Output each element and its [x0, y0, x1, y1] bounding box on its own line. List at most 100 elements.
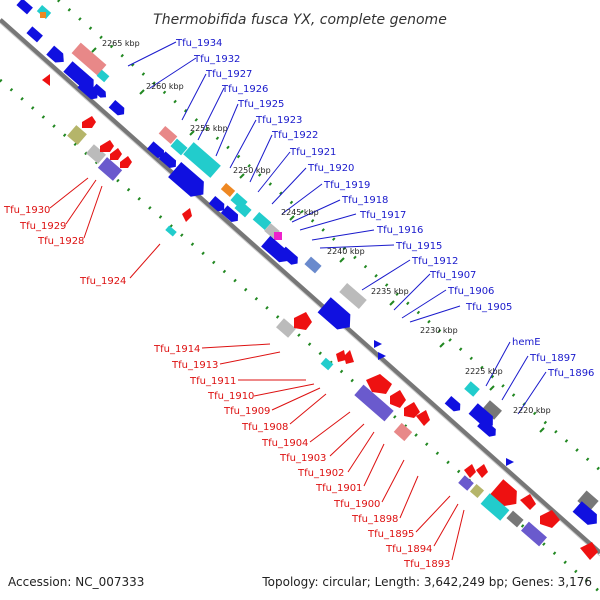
gene-label: hemE: [512, 337, 541, 348]
gene-arrow: [165, 225, 177, 237]
gene-arrow: [158, 125, 178, 145]
scale-label: 2220 kbp: [513, 406, 551, 415]
gene-arrow: [294, 312, 312, 330]
gene-label: Tfu_1901: [315, 483, 362, 494]
gene-arrow: [577, 490, 599, 512]
gene-arrow: [458, 475, 474, 491]
gene-arrow: [220, 205, 239, 223]
gene-label: Tfu_1922: [271, 130, 318, 141]
gene-arrow: [374, 340, 382, 348]
gene-label: Tfu_1924: [79, 276, 126, 287]
gene-arrow: [304, 256, 322, 274]
gene-label: Tfu_1915: [395, 241, 442, 252]
gene-arrow: [97, 157, 123, 181]
gene-arrow: [464, 381, 480, 397]
gene-arrow: [320, 357, 334, 371]
gene-arrow: [67, 125, 87, 145]
gene-arrow: [100, 140, 114, 152]
gene-label: Tfu_1918: [341, 195, 388, 206]
gene-arrow: [482, 400, 502, 420]
gene-arrow: [521, 521, 547, 547]
gene-label: Tfu_1916: [376, 225, 423, 236]
gene-label: Tfu_1904: [261, 438, 308, 449]
gene-arrow: [317, 297, 351, 330]
gene-arrow: [182, 208, 192, 222]
gene-arrow: [276, 318, 296, 338]
gene-arrow: [464, 464, 476, 478]
reverse-strand-genes: [42, 74, 598, 560]
topology-text: Topology: circular; Length: 3,642,249 bp…: [261, 575, 592, 589]
gene-arrow: [469, 483, 485, 499]
gene-arrow: [91, 83, 107, 98]
scale-label: 2235 kbp: [371, 287, 409, 296]
gene-arrow: [520, 494, 536, 510]
gene-arrow: [354, 384, 394, 422]
gene-arrow: [158, 151, 177, 169]
gene-arrow: [208, 195, 225, 212]
gene-arrow: [506, 510, 524, 528]
scale-tick-marks: [91, 47, 545, 433]
gene-label: Tfu_1911: [189, 376, 236, 387]
gene-arrow: [120, 156, 132, 168]
upper-gene-labels: Tfu_1934 Tfu_1932 Tfu_1927 Tfu_1926 Tfu_…: [175, 38, 594, 379]
scale-labels: 2265 kbp 2260 kbp 2255 kbp 2250 kbp 2245…: [102, 39, 551, 415]
gene-arrow: [274, 232, 282, 240]
gene-label: Tfu_1923: [255, 115, 302, 126]
gene-arrow: [480, 493, 510, 521]
gene-arrow: [146, 141, 165, 159]
gene-label: Tfu_1910: [207, 391, 254, 402]
forward-strand-genes: [16, 0, 599, 525]
scale-label: 2245 kbp: [281, 208, 319, 217]
gene-arrow: [77, 80, 98, 100]
gene-label: Tfu_1929: [19, 221, 66, 232]
gene-label: Tfu_1930: [3, 205, 50, 216]
gene-arrow: [477, 418, 496, 437]
gene-label: Tfu_1893: [403, 559, 450, 570]
gene-arrow: [339, 282, 367, 310]
gene-arrow: [444, 395, 461, 412]
gene-arrow: [234, 200, 252, 218]
scale-label: 2230 kbp: [420, 326, 458, 335]
gene-arrow: [108, 99, 125, 116]
scale-label: 2260 kbp: [146, 82, 184, 91]
gene-arrow: [506, 458, 514, 466]
gene-label: Tfu_1898: [351, 514, 398, 525]
gene-arrow: [46, 45, 64, 63]
lower-leader-lines: [49, 177, 465, 561]
gene-arrow: [468, 403, 493, 427]
gene-arrow: [96, 69, 110, 83]
gene-arrow: [279, 246, 298, 265]
outer-dotted-track: [57, 0, 600, 472]
gene-arrow: [366, 374, 392, 394]
gene-arrow: [416, 410, 430, 426]
map-title: Thermobifida fusca YX, complete genome: [153, 12, 447, 28]
gene-label: Tfu_1920: [307, 163, 354, 174]
gene-arrow: [16, 0, 33, 15]
gene-label: Tfu_1934: [175, 38, 222, 49]
gene-label: Tfu_1902: [297, 468, 344, 479]
gene-label: Tfu_1926: [221, 84, 268, 95]
gene-arrow: [476, 464, 488, 478]
gene-arrow: [393, 422, 413, 442]
upper-leader-lines: [127, 41, 547, 415]
scale-label: 2255 kbp: [190, 124, 228, 133]
gene-label: Tfu_1909: [223, 406, 270, 417]
gene-label: Tfu_1908: [241, 422, 288, 433]
gene-label: Tfu_1905: [465, 302, 512, 313]
gene-arrow: [252, 211, 272, 231]
scale-label: 2240 kbp: [327, 247, 365, 256]
gene-arrow: [390, 390, 406, 408]
gene-label: Tfu_1913: [171, 360, 218, 371]
gene-label: Tfu_1919: [323, 180, 370, 191]
gene-arrow: [220, 183, 236, 197]
gene-arrow: [404, 402, 420, 418]
gene-arrow: [580, 542, 598, 560]
gene-label: Tfu_1917: [359, 210, 406, 221]
gene-label: Tfu_1906: [447, 286, 494, 297]
gene-arrow: [540, 510, 560, 528]
gene-arrow: [572, 501, 597, 525]
gene-arrow: [71, 42, 107, 76]
gene-arrow: [82, 116, 96, 128]
gene-label: Tfu_1928: [37, 236, 84, 247]
